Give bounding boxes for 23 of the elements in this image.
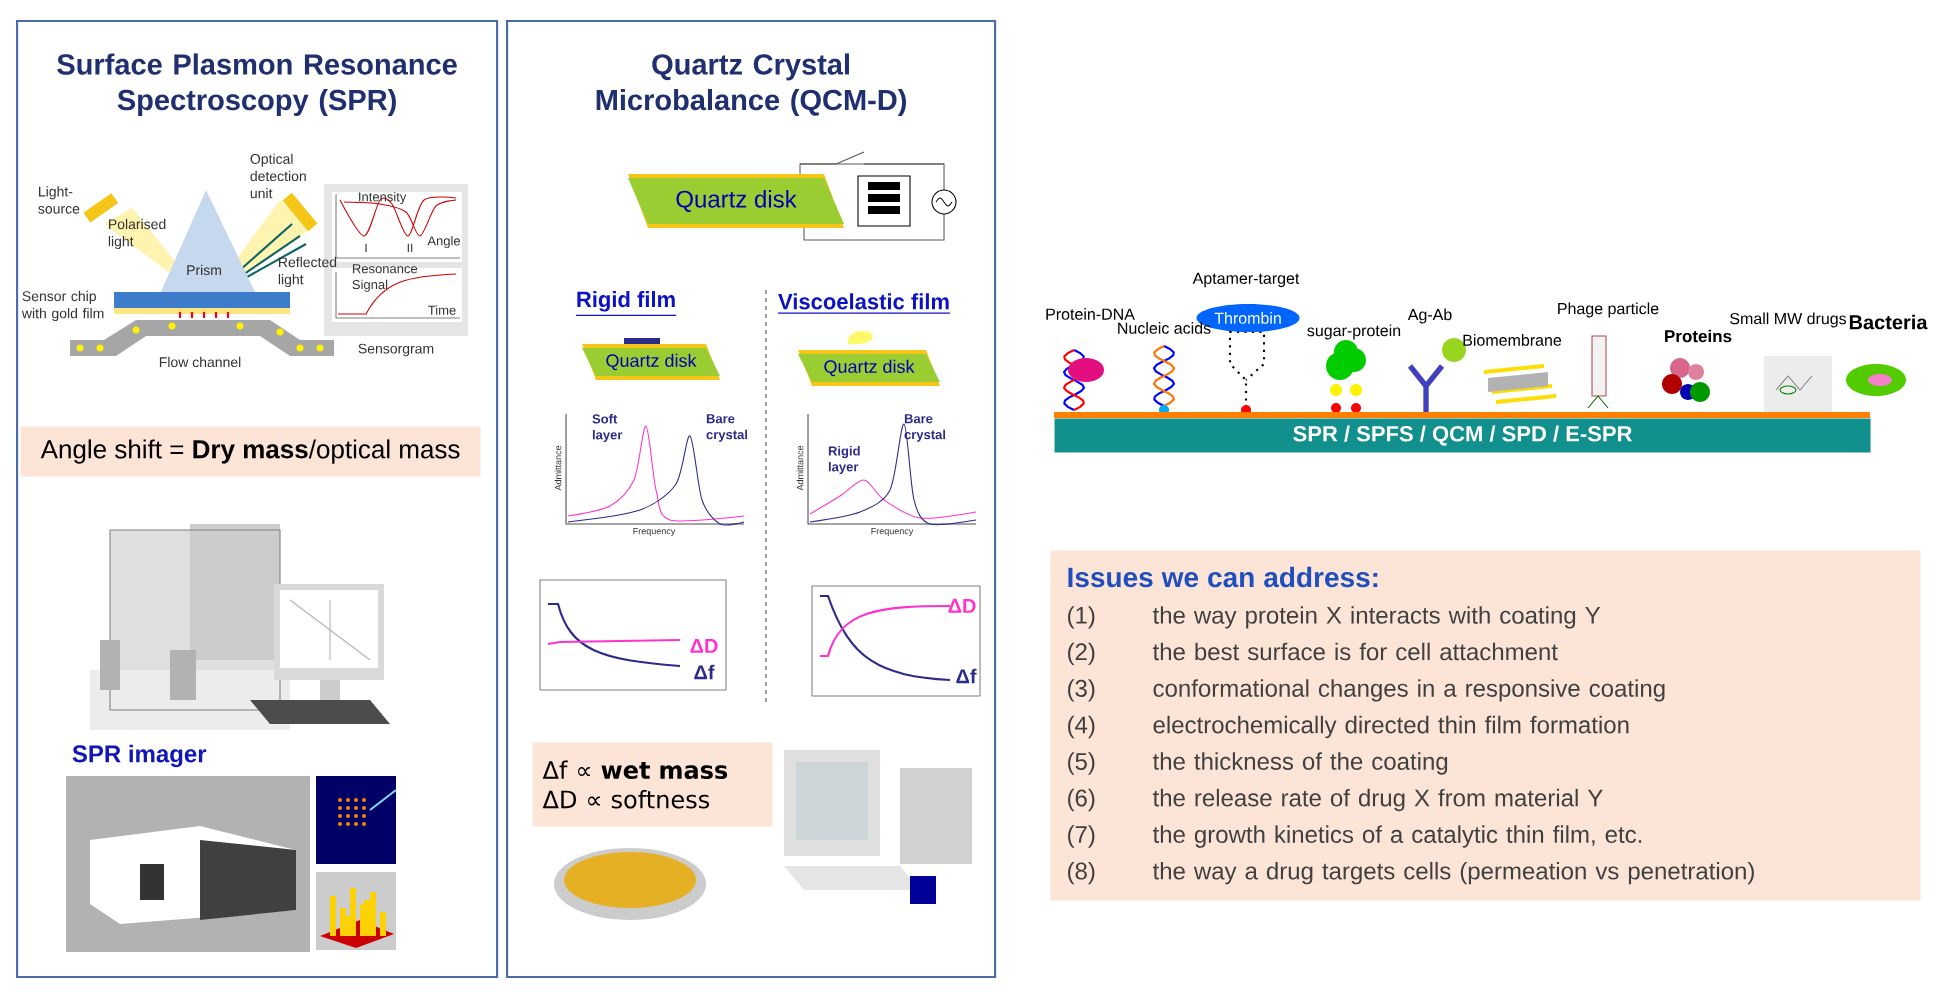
panel-heading: Viscoelastic film bbox=[777, 293, 951, 314]
molecule-label: Ag-Ab bbox=[1407, 308, 1452, 324]
molecule-label: Protein-DNA bbox=[1046, 308, 1135, 320]
molecule-label: Small MW drugs bbox=[1730, 312, 1847, 328]
quartz-disk: Quartz disk bbox=[628, 174, 844, 228]
molecule-label: Biomembrane bbox=[1463, 334, 1562, 346]
molecule-label: Proteins bbox=[1665, 329, 1732, 343]
molecule-label: sugar-protein bbox=[1307, 324, 1401, 340]
molecule-label: Bacteria bbox=[1849, 314, 1928, 330]
curve-label: ΔD bbox=[948, 599, 976, 613]
molecule-label: Phage particle bbox=[1558, 302, 1659, 318]
technique-bar: SPR / SPFS / QCM / SPD / E-SPR bbox=[1054, 418, 1871, 453]
molecule-label: Aptamer-target bbox=[1192, 272, 1300, 288]
curve-label: ΔD bbox=[690, 639, 718, 653]
panel-heading: Rigid film bbox=[575, 291, 677, 316]
formula-box: Angle shift = Dry mass/optical mass bbox=[20, 426, 481, 477]
issues-box: Issues we can address: (1) the way protein X interacts with coating Y (2) the best surface is for cell attachment (3) conformational changes in a responsive coating (4) electrochemically directed thin film formation (5) the thickness of the coating (6) the release rate of drug X from material Y (7) the growth kinetics of a catalytic thin film, etc. (8) the way a drug targets cells (permeation vs penetration) bbox=[1050, 550, 1921, 901]
quartz-disk: Quartz disk bbox=[798, 350, 940, 386]
quartz-disk: Quartz disk bbox=[582, 344, 720, 380]
formula-box: Δf ∝ wet mass ΔD ∝ softness bbox=[532, 742, 773, 827]
curve-label: Δf bbox=[694, 664, 715, 680]
photo-caption: SPR imager bbox=[72, 744, 207, 768]
curve-label: Δf bbox=[956, 668, 977, 684]
